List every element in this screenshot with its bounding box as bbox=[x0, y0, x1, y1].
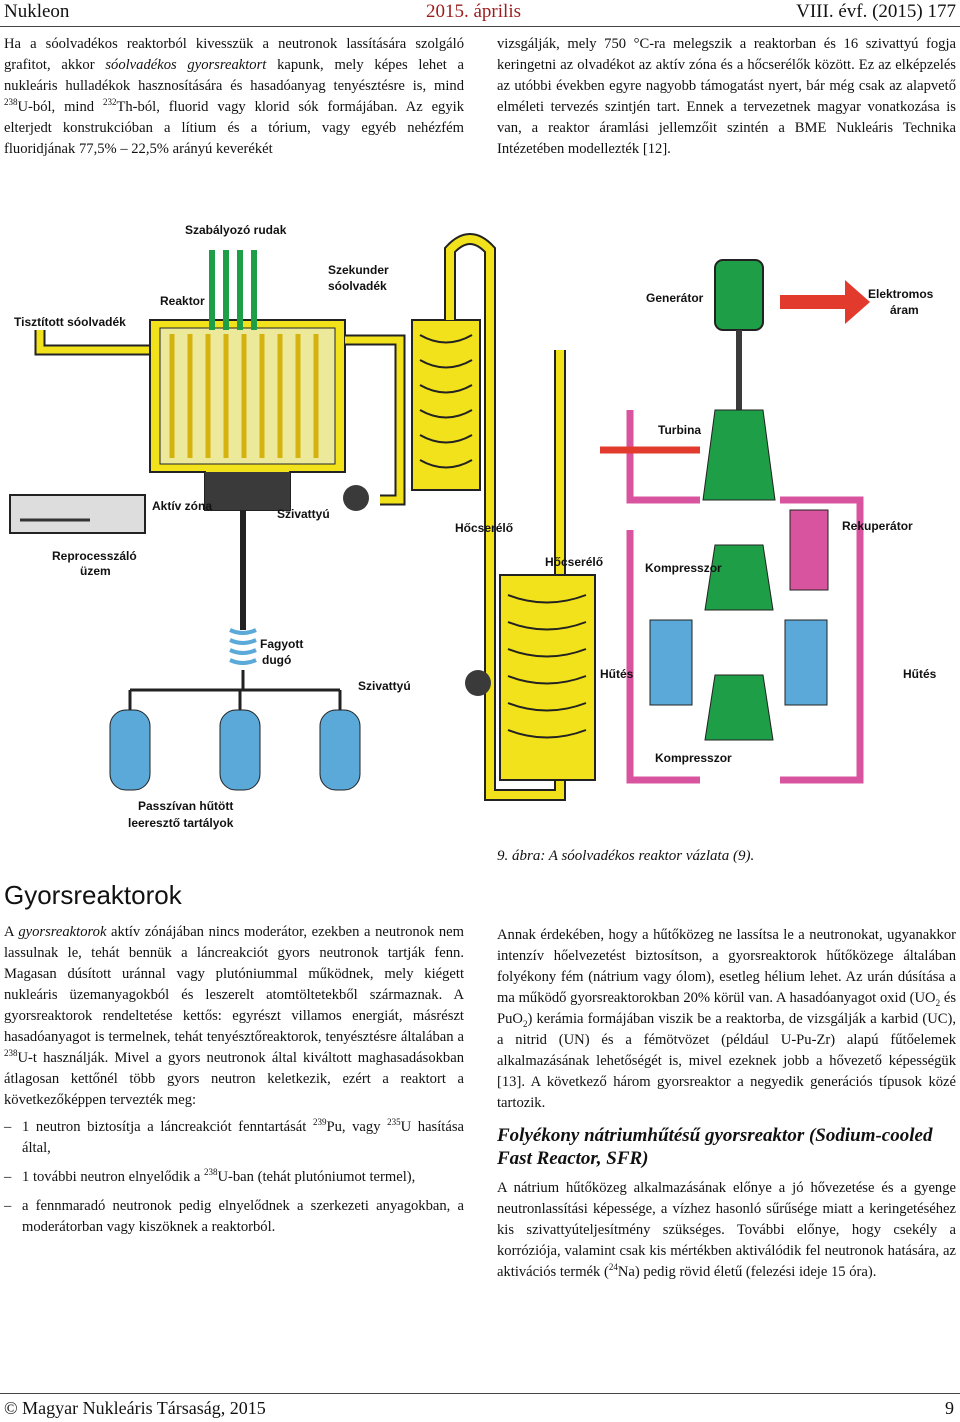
label-tanks-2: leeresztő tartályok bbox=[128, 816, 234, 830]
label-compressor-2: Kompresszor bbox=[655, 751, 732, 765]
top-right-column: vizsgálják, mely 750 °C-ra melegszik a r… bbox=[497, 34, 956, 160]
volume-info: VIII. évf. (2015) 177 bbox=[796, 1, 956, 22]
journal-name: Nukleon bbox=[4, 1, 70, 22]
label-cooling-1: Hűtés bbox=[600, 667, 634, 681]
label-turbine: Turbina bbox=[658, 423, 701, 437]
label-secondary-salt: Szekunder bbox=[328, 263, 389, 277]
section-title: Gyorsreaktorok bbox=[4, 880, 182, 910]
label-reactor: Reaktor bbox=[160, 294, 205, 308]
label-active-zone: Aktív zóna bbox=[152, 499, 212, 513]
label-pump-1: Szivattyú bbox=[277, 507, 330, 521]
label-cooling-2: Hűtés bbox=[903, 667, 937, 681]
bottom-right-column: Annak érdekében, hogy a hűtőközeg ne las… bbox=[497, 925, 956, 1283]
page-header: Nukleon 2015. április VIII. évf. (2015) … bbox=[0, 0, 960, 26]
list-item: 1 további neutron elnyelődik a 238U-ban … bbox=[4, 1167, 464, 1188]
label-electric: Elektromos bbox=[868, 287, 934, 301]
label-freeze-plug-2: dugó bbox=[262, 653, 291, 667]
header-rule bbox=[0, 26, 960, 27]
neutron-list: 1 neutron biztosítja a láncreakciót fenn… bbox=[4, 1117, 464, 1238]
bottom-left-column: A gyorsreaktorok aktív zónájában nincs m… bbox=[4, 922, 464, 1246]
label-compressor-1: Kompresszor bbox=[645, 561, 722, 575]
label-heat-exchanger-2: Hőcserélő bbox=[545, 555, 603, 569]
msr-diagram: Szabályozó rudak Szekunder sóolvadék Rea… bbox=[0, 210, 960, 860]
label-reprocessing-2: üzem bbox=[80, 564, 111, 578]
label-generator: Generátor bbox=[646, 291, 704, 305]
fast-reactor-paragraph: A gyorsreaktorok aktív zónájában nincs m… bbox=[4, 924, 464, 1108]
label-reprocessing: Reprocesszáló bbox=[52, 549, 137, 563]
label-freeze-plug: Fagyott bbox=[260, 637, 303, 651]
label-pump-2: Szivattyú bbox=[358, 679, 411, 693]
label-heat-exchanger-1: Hőcserélő bbox=[455, 521, 513, 535]
label-purified-salt: Tisztított sóolvadék bbox=[14, 315, 126, 329]
list-item: 1 neutron biztosítja a láncreakciót fenn… bbox=[4, 1117, 464, 1159]
label-electric-2: áram bbox=[890, 303, 919, 317]
copyright: © Magyar Nukleáris Társaság, 2015 bbox=[4, 1398, 266, 1418]
label-control-rods: Szabályozó rudak bbox=[185, 223, 287, 237]
msr-paragraph: Ha a sóolvadékos reaktorból kivesszük a … bbox=[4, 36, 464, 157]
coolant-paragraph: Annak érdekében, hogy a hűtőközeg ne las… bbox=[497, 927, 956, 1111]
msr-paragraph-cont: vizsgálják, mely 750 °C-ra melegszik a r… bbox=[497, 36, 956, 157]
footer-rule bbox=[0, 1393, 960, 1394]
sodium-paragraph: A nátrium hűtőközeg alkalmazásának előny… bbox=[497, 1180, 956, 1280]
page-number: 9 bbox=[945, 1398, 954, 1418]
issue-date: 2015. április bbox=[426, 1, 521, 22]
figure-caption: 9. ábra: A sóolvadékos reaktor vázlata (… bbox=[497, 848, 755, 864]
label-secondary-salt-2: sóolvadék bbox=[328, 279, 387, 293]
top-left-column: Ha a sóolvadékos reaktorból kivesszük a … bbox=[4, 34, 464, 160]
label-recuperator: Rekuperátor bbox=[842, 519, 913, 533]
label-tanks: Passzívan hűtött bbox=[138, 799, 233, 813]
list-item: a fennmaradó neutronok pedig elnyelődnek… bbox=[4, 1196, 464, 1238]
sfr-subtitle: Folyékony nátriumhűtésű gyorsreaktor (So… bbox=[497, 1125, 933, 1169]
